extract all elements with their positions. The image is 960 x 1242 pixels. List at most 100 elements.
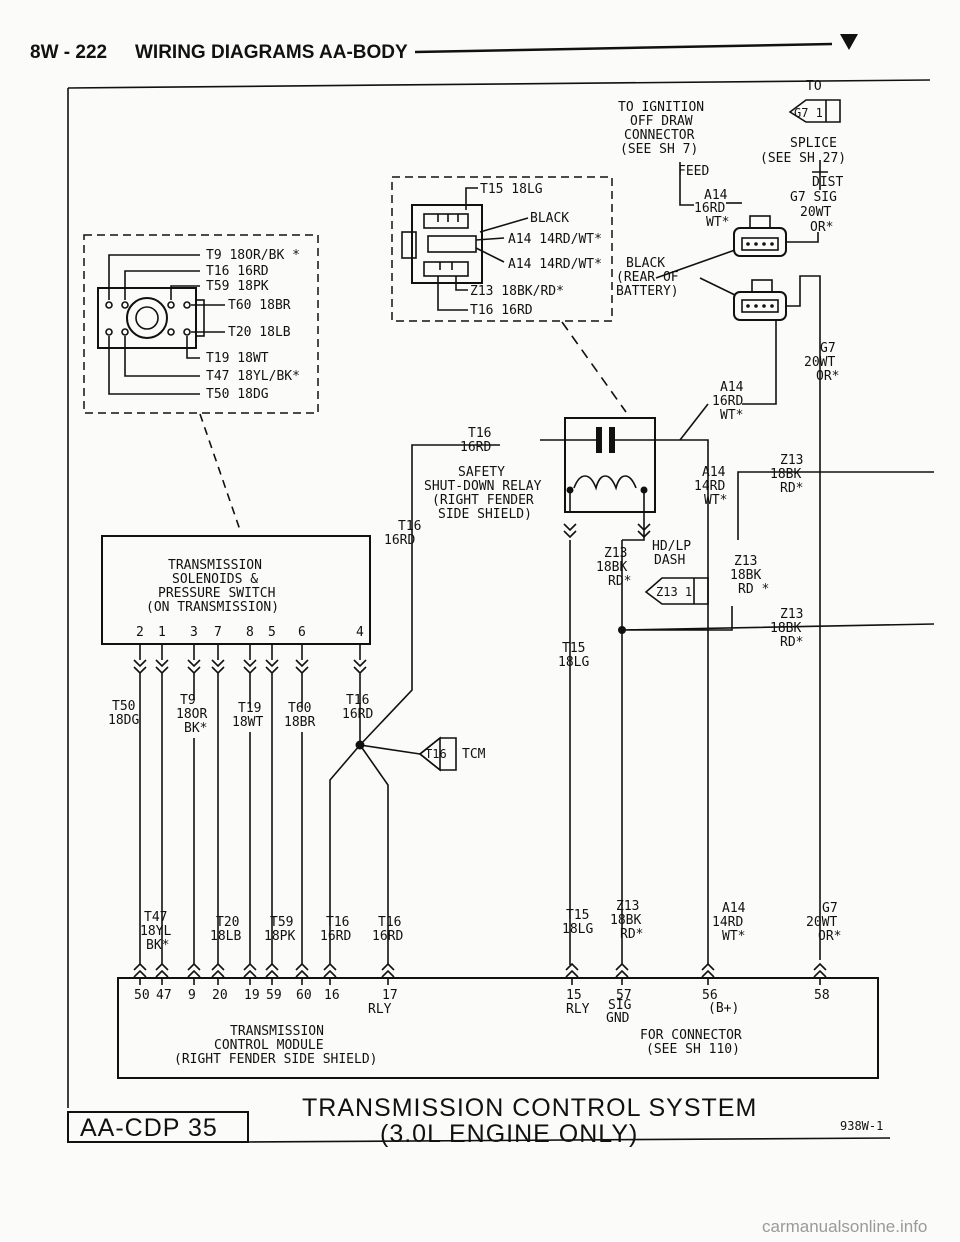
tcm-sig-label: SIG [608, 998, 632, 1013]
ps-wire-t16: T16 16RD [206, 264, 269, 279]
sol-wire-t50: T50 [112, 699, 135, 714]
splice-ref: (SEE SH 27) [760, 151, 846, 166]
relay-label-1: SAFETY [458, 465, 505, 480]
tcm-pin-number: 59 [266, 988, 282, 1003]
relay-a14-wire: 16RD [712, 394, 743, 409]
tcm-pin-chevron-icon [813, 962, 827, 985]
tcm-pin-number: 16 [324, 988, 340, 1003]
relay-a14b-wire-label: 14RD [694, 479, 725, 494]
t19-lead [186, 336, 200, 359]
black-pointer-2 [699, 277, 736, 296]
dist-label: DIST [812, 175, 843, 190]
tcm-pin-number: 15 [566, 988, 582, 1003]
g7-long-wire [786, 275, 821, 960]
tcm-pin-chevron-icon [701, 962, 715, 985]
g7-connector-label: G7 1 [794, 106, 823, 120]
relay-coil-leads [569, 490, 645, 512]
t9-lead [108, 254, 200, 300]
tcm-wire-t15: T15 [566, 908, 589, 923]
z13a-wire: 18BK [596, 560, 627, 575]
tcm-rly-label: RLY [368, 1002, 392, 1017]
z13c-tracer: RD* [780, 481, 803, 496]
relay-t16b-label: T16 [398, 519, 421, 534]
z13b-tracer: RD * [738, 582, 769, 597]
tcm-pin-number: 9 [188, 988, 196, 1003]
rc-wire-a14b: A14 14RD/WT* [508, 257, 602, 272]
ps-wire-t9: T9 18OR/BK * [206, 248, 300, 263]
tcm-rly2-label: RLY [566, 1002, 590, 1017]
relay-t15-lead [465, 187, 478, 210]
tcm-pin-chevron-icon [211, 962, 225, 985]
black-pointer-1 [655, 249, 736, 279]
t15-label: T15 [562, 641, 585, 656]
solenoid-pin-chevron-icon [265, 644, 279, 680]
diagram-code-right: 938W-1 [840, 1119, 883, 1133]
dash-label: DASH [654, 553, 685, 568]
splice-label: SPLICE [790, 136, 837, 151]
g7-sig-label: G7 SIG [790, 190, 837, 205]
solenoid-pin-chevron-icon [187, 644, 201, 680]
z13d-wire: 18BK [770, 621, 801, 636]
tcm-wire-t20w: 18LB [210, 929, 241, 944]
relay-a14b-wire [680, 439, 709, 965]
z13a-label: Z13 [604, 546, 627, 561]
frame-top [67, 79, 931, 89]
ps-wire-t59: T59 18PK [206, 279, 269, 294]
diagram-code-left: AA-CDP 35 [80, 1114, 218, 1142]
tcm-wire-t59w: 18PK [264, 929, 295, 944]
solenoid-pin-chevron-icon [133, 644, 147, 680]
relay-a14b-lead [475, 247, 505, 263]
rc-wire-t16: T16 16RD [470, 303, 533, 318]
tcm-pin-number: 56 [702, 988, 718, 1003]
black-label: BLACK [626, 256, 665, 271]
rc-wire-z13: Z13 18BK/RD* [470, 284, 564, 299]
tcm-pin-number: 20 [212, 988, 228, 1003]
g7-connector-icon [788, 99, 841, 123]
z13d-label: Z13 [780, 607, 803, 622]
tcm-label-3: (RIGHT FENDER SIDE SHIELD) [174, 1052, 378, 1067]
header-rule [414, 42, 833, 54]
z13b-label: Z13 [734, 554, 757, 569]
relay-coil-right-link [622, 512, 645, 541]
tcm-pin-number: 57 [616, 988, 632, 1003]
tcm-wire-a14t: WT* [722, 929, 745, 944]
ps-wire-t47: T47 18YL/BK* [206, 369, 300, 384]
tcm-gnd-label: GND [606, 1011, 630, 1026]
relay-label-2: SHUT-DOWN RELAY [424, 479, 542, 494]
z13c-wire: 18BK [770, 467, 801, 482]
solenoid-pin-number: 5 [268, 625, 276, 640]
tcm-pin-chevron-icon [243, 962, 257, 985]
rc-wire-a14a: A14 14RD/WT* [508, 232, 602, 247]
tcm-pin-number: 17 [382, 988, 398, 1003]
t16-lead [124, 270, 200, 300]
tcm-connector-label: T16 [425, 747, 447, 761]
relay-a14b-tracer: WT* [704, 493, 727, 508]
rear-of-label: (REAR OF [616, 270, 679, 285]
sol-wire-t50w: 18DG [108, 713, 139, 728]
footer-rule [247, 1137, 891, 1143]
sol-wire-t9: T9 [180, 693, 196, 708]
transmission-control-module-box [117, 977, 879, 1079]
pressure-switch-connector-icon [97, 287, 205, 349]
ps-pointer [199, 413, 241, 531]
tcm-pin-chevron-icon [323, 962, 337, 985]
tcm-pin-chevron-icon [133, 962, 147, 985]
tcm-wire-a14: A14 [722, 901, 746, 916]
tcm-pin-chevron-icon [265, 962, 279, 985]
tcm-pin-chevron-icon [187, 962, 201, 985]
relay-coil-chevron-left [563, 523, 577, 539]
tcm-wire-z13w: 18BK [610, 913, 641, 928]
tcm-conn-ref-2: (SEE SH 110) [646, 1042, 740, 1057]
page-number: 8W - 222 [30, 42, 107, 63]
relay-t16-lead [437, 276, 468, 311]
rc-wire-t15: T15 18LG [480, 182, 543, 197]
pressure-switch-connector-outline [83, 234, 319, 414]
tcm-pin-number: 47 [156, 988, 172, 1003]
battery-label: BATTERY) [616, 284, 679, 299]
sol-wire-t16w: 16RD [342, 707, 373, 722]
solenoid-label-4: (ON TRANSMISSION) [146, 600, 279, 615]
z13d-tracer: RD* [780, 635, 803, 650]
sol-wire-t19: T19 [238, 701, 261, 716]
t59-lead [170, 285, 200, 300]
tcm-pin-number: 58 [814, 988, 830, 1003]
